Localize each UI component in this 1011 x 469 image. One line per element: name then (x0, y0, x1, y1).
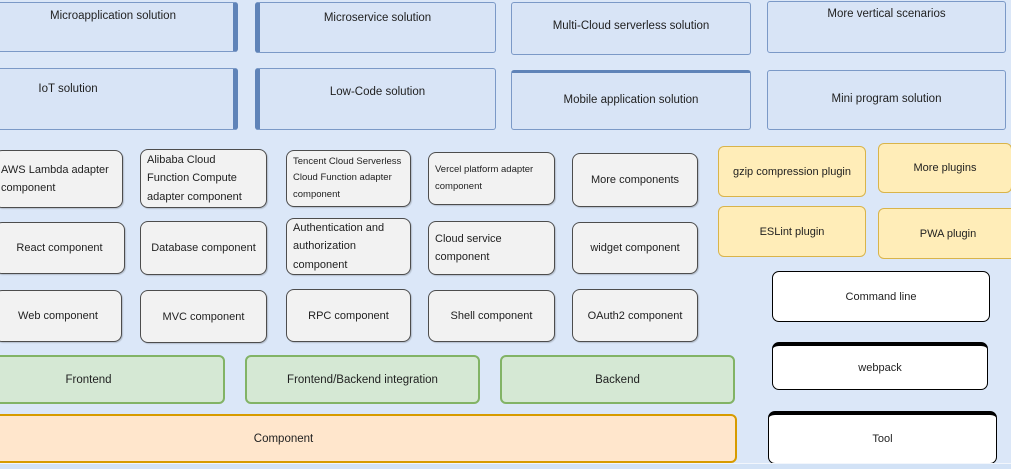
component-node-oauth2-label: OAuth2 component (587, 309, 683, 322)
tool-node-tool-label: Tool (872, 433, 893, 445)
component-node-vercel-adapter-label: Vercel platform adapter component (435, 163, 534, 192)
layer-node-component-label: Component (253, 432, 314, 445)
component-node-auth: Authentication and authorization compone… (286, 218, 411, 275)
bottom-margin-strip (0, 463, 1011, 469)
component-node-more-components-label: More components (590, 174, 680, 186)
component-node-shell-label: Shell component (450, 310, 533, 322)
component-node-more-components: More components (572, 153, 698, 207)
solution-node-multicloud-serverless-label: Multi-Cloud serverless solution (552, 20, 710, 32)
solution-node-mobile-application: Mobile application solution (511, 70, 751, 130)
plugin-node-gzip-compression: gzip compression plugin (718, 146, 866, 197)
plugin-node-pwa: PWA plugin (878, 208, 1011, 259)
solution-node-low-code-label: Low-Code solution (329, 86, 426, 98)
tool-node-command-line: Command line (772, 271, 990, 322)
solution-node-mini-program: Mini program solution (767, 70, 1006, 130)
solution-node-microapplication: Microapplication solution (0, 2, 238, 52)
component-node-vercel-adapter: Vercel platform adapter component (428, 152, 555, 205)
solution-node-iot: IoT solution (0, 68, 238, 130)
layer-node-frontend-backend-integration: Frontend/Backend integration (245, 355, 480, 404)
component-node-react: React component (0, 222, 125, 274)
solution-node-multicloud-serverless: Multi-Cloud serverless solution (511, 2, 751, 55)
component-node-cloud-service-label: Cloud service component (435, 232, 502, 263)
layer-node-frontend-backend-integration-label: Frontend/Backend integration (287, 373, 438, 386)
solution-node-microservice-label: Microservice solution (323, 12, 432, 24)
tool-node-webpack-label: webpack (858, 361, 902, 374)
layer-node-component: Component (0, 414, 737, 463)
solution-node-low-code: Low-Code solution (255, 68, 496, 130)
component-node-web-label: Web component (18, 310, 98, 322)
solution-node-more-vertical-scenarios-label: More vertical scenarios (827, 8, 946, 20)
tool-node-tool: Tool (768, 411, 997, 464)
solution-node-iot-label: IoT solution (38, 83, 98, 95)
solution-node-more-vertical-scenarios: More vertical scenarios (767, 1, 1006, 53)
component-node-widget-label: widget component (590, 242, 680, 254)
layer-node-backend: Backend (500, 355, 735, 404)
layer-node-frontend-label: Frontend (65, 373, 112, 386)
solution-node-mini-program-label: Mini program solution (831, 93, 942, 105)
component-node-widget: widget component (572, 222, 698, 274)
component-node-mvc: MVC component (140, 290, 267, 343)
layer-node-frontend: Frontend (0, 355, 225, 404)
component-node-tencent-scf-adapter-label: Tencent Cloud Serverless Cloud Function … (293, 155, 402, 200)
solution-node-microservice: Microservice solution (255, 2, 496, 53)
layer-node-backend-label: Backend (595, 373, 640, 386)
plugin-node-more-plugins-label: More plugins (913, 162, 977, 174)
component-node-shell: Shell component (428, 290, 555, 342)
component-node-database: Database component (140, 221, 267, 275)
component-node-oauth2: OAuth2 component (572, 289, 698, 342)
component-node-aws-lambda-adapter: AWS Lambda adapter component (0, 150, 123, 208)
component-node-cloud-service: Cloud service component (428, 221, 555, 275)
plugin-node-eslint-label: ESLint plugin (759, 225, 825, 238)
component-node-rpc: RPC component (286, 289, 411, 342)
component-node-rpc-label: RPC component (308, 309, 389, 322)
solution-node-mobile-application-label: Mobile application solution (563, 94, 699, 106)
component-node-alibaba-fc-adapter-label: Alibaba Cloud Function Compute adapter c… (147, 154, 242, 203)
component-node-alibaba-fc-adapter: Alibaba Cloud Function Compute adapter c… (140, 149, 267, 208)
solution-node-microapplication-label: Microapplication solution (50, 10, 176, 22)
plugin-node-gzip-compression-label: gzip compression plugin (732, 165, 851, 178)
component-node-mvc-label: MVC component (162, 310, 245, 323)
plugin-node-pwa-label: PWA plugin (919, 227, 977, 240)
component-node-auth-label: Authentication and authorization compone… (293, 222, 385, 271)
plugin-node-more-plugins: More plugins (878, 143, 1011, 193)
tool-node-command-line-label: Command line (845, 290, 917, 303)
component-node-database-label: Database component (151, 242, 256, 254)
component-node-aws-lambda-adapter-label: AWS Lambda adapter component (1, 163, 109, 194)
component-node-react-label: React component (16, 242, 103, 254)
component-node-tencent-scf-adapter: Tencent Cloud Serverless Cloud Function … (286, 150, 411, 207)
component-node-web: Web component (0, 290, 122, 342)
plugin-node-eslint: ESLint plugin (718, 206, 866, 257)
tool-node-webpack: webpack (772, 342, 988, 390)
